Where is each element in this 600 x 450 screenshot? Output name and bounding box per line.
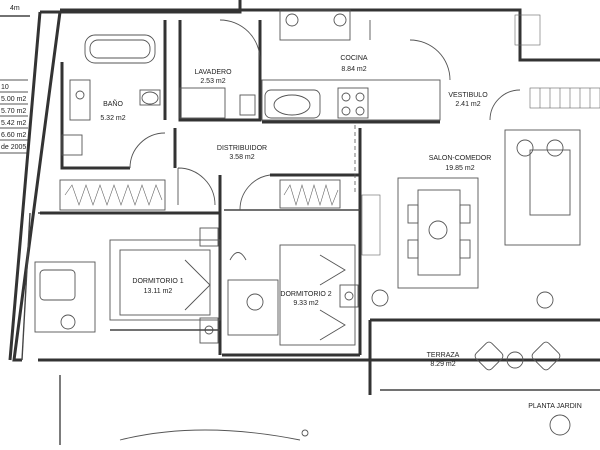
kitchen-fixtures	[179, 9, 441, 121]
room-name-dormitorio2: DORMITORIO 2	[280, 291, 331, 298]
room-area-salon: 19.85 m2	[445, 165, 474, 172]
legend-row-5: de 2005	[1, 144, 26, 151]
room-area-lavadero: 2.53 m2	[200, 78, 225, 85]
room-area-terraza: 8.29 m2	[430, 361, 455, 368]
doors	[129, 19, 521, 211]
legend-table: 4m 10 5.00 m2 5.70 m2 5.42 m2 6.60 m2 de…	[0, 5, 30, 154]
room-name-salon: SALON-COMEDOR	[429, 155, 492, 162]
bedroom-1-furniture	[34, 227, 221, 344]
footer-label: PLANTA JARDIN	[528, 403, 582, 410]
legend-row-3: 5.42 m2	[1, 120, 26, 127]
railing	[514, 14, 600, 109]
bedroom-2-furniture	[227, 244, 359, 346]
room-area-dormitorio1: 13.11 m2	[144, 288, 173, 295]
terrace-furniture	[371, 289, 561, 371]
scale-label: 4m	[10, 5, 20, 12]
interior-walls	[40, 20, 600, 395]
room-name-cocina: COCINA	[340, 55, 368, 62]
room-area-dormitorio2: 9.33 m2	[293, 300, 318, 307]
legend-row-0: 10	[1, 84, 9, 91]
room-labels: LAVADERO 2.53 m2 COCINA 8.84 m2 VESTIBUL…	[100, 55, 581, 410]
room-name-terraza: TERRAZA	[427, 352, 460, 359]
living-room-furniture	[361, 129, 581, 309]
bathroom-fixtures	[61, 34, 161, 156]
room-name-distribuidor: DISTRIBUIDOR	[217, 145, 267, 152]
room-area-distribuidor: 3.58 m2	[229, 154, 254, 161]
room-area-vestibulo: 2.41 m2	[455, 101, 480, 108]
room-area-cocina: 8.84 m2	[341, 66, 366, 73]
legend-row-2: 5.70 m2	[1, 108, 26, 115]
room-name-lavadero: LAVADERO	[194, 69, 232, 76]
room-area-bano: 5.32 m2	[100, 115, 125, 122]
legend-row-4: 6.60 m2	[1, 132, 26, 139]
legend-row-1: 5.00 m2	[1, 96, 26, 103]
wardrobes	[59, 179, 341, 211]
room-name-vestibulo: VESTIBULO	[448, 92, 488, 99]
room-name-bano: BAÑO	[103, 99, 123, 108]
room-name-dormitorio1: DORMITORIO 1	[132, 278, 183, 285]
window-lines	[59, 125, 571, 445]
